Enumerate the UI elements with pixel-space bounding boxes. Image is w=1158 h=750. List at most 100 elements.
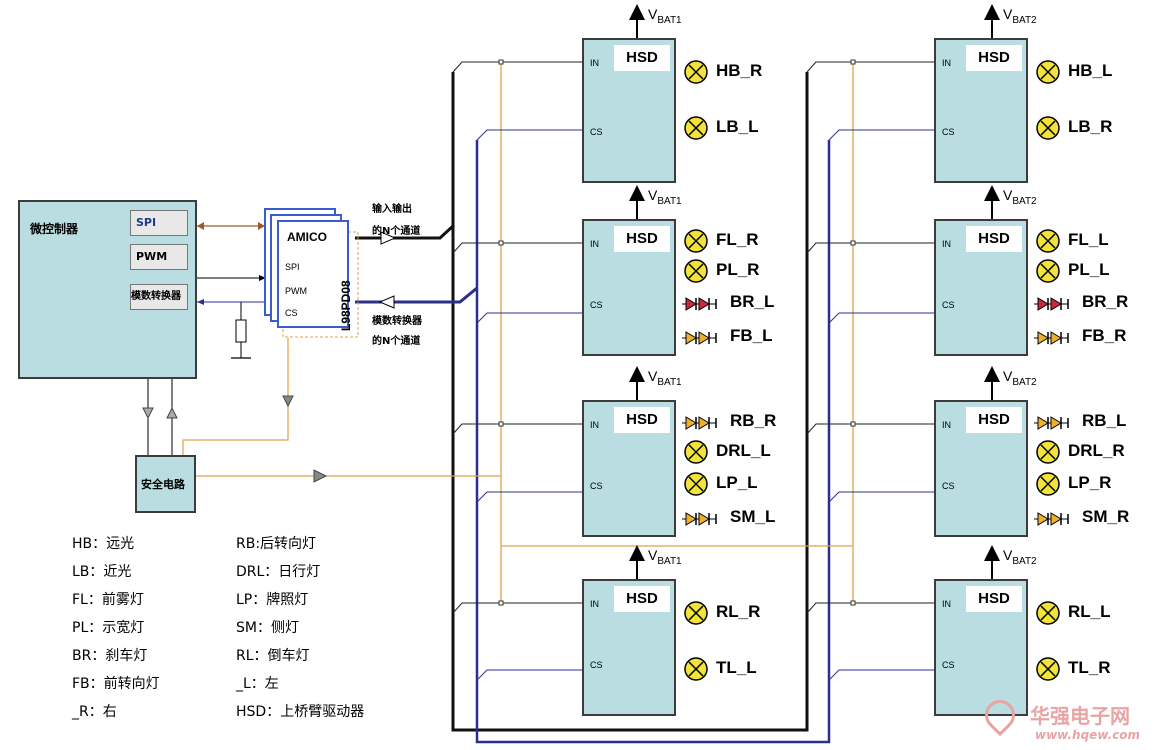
hsd-title: HSD <box>966 586 1022 612</box>
bulb-icon <box>1036 116 1060 144</box>
load-label: RB_R <box>730 411 777 430</box>
vbat-label: VBAT2 <box>1003 6 1037 26</box>
amico-chip: AMICO SPI PWM CS L98PD08 <box>277 220 353 331</box>
amico-part: L98PD08 <box>339 280 353 331</box>
legend-fb: FB：前转向灯 <box>72 676 160 692</box>
hsd-title: HSD <box>966 226 1022 252</box>
vbat-sub: BAT2 <box>1012 376 1037 388</box>
mcu-title: 微控制器 <box>30 222 79 236</box>
load-label: PL_R <box>716 260 760 279</box>
bulb-icon <box>684 259 708 287</box>
vbat-label: VBAT2 <box>1003 368 1037 388</box>
load-label: LP_L <box>716 473 758 492</box>
bulb-icon <box>684 657 708 685</box>
hsd-pin-in: IN <box>942 599 951 609</box>
led-icon <box>1034 296 1070 315</box>
load-label: LP_R <box>1068 473 1112 492</box>
cs-bus <box>475 140 831 744</box>
vbat-main: V <box>648 547 658 563</box>
hsd-pin-in: IN <box>942 239 951 249</box>
vbat-sub: BAT1 <box>657 14 682 26</box>
microcontroller: 微控制器 SPI PWM 模数转换器 <box>18 200 197 379</box>
load-label: DRL_L <box>716 441 771 460</box>
legend-l: _L：左 <box>236 676 279 692</box>
bulb-icon <box>1036 657 1060 685</box>
load-label: LB_R <box>1068 117 1113 136</box>
hsd-pin-in: IN <box>942 58 951 68</box>
legend-drl: DRL：日行灯 <box>236 564 321 580</box>
vbat-label: VBAT1 <box>648 368 682 388</box>
vbat-main: V <box>1003 6 1013 22</box>
load-label: RB_L <box>1082 411 1127 430</box>
amico-pin-pwm: PWM <box>285 286 307 296</box>
vbat-main: V <box>648 187 658 203</box>
vbat-label: VBAT1 <box>648 547 682 567</box>
hsd-pin-cs: CS <box>590 300 603 310</box>
vbat-main: V <box>1003 187 1013 203</box>
mcu-adc: 模数转换器 <box>130 284 188 310</box>
hsd-title: HSD <box>614 226 670 252</box>
io-bus-left <box>451 72 809 732</box>
mcu-spi: SPI <box>130 210 188 236</box>
legend-pl: PL：示宽灯 <box>72 620 145 636</box>
bulb-icon <box>684 116 708 144</box>
load-label: DRL_R <box>1068 441 1125 460</box>
watermark-url: www.hqew.com <box>1035 728 1141 742</box>
load-label: FB_L <box>730 326 773 345</box>
bulb-icon <box>684 472 708 500</box>
bulb-icon <box>1036 440 1060 468</box>
vbat-main: V <box>1003 547 1013 563</box>
vbat-sub: BAT2 <box>1012 195 1037 207</box>
vbat-main: V <box>1003 368 1013 384</box>
legend-br: BR：刹车灯 <box>72 648 148 664</box>
safety-circuit: 安全电路 <box>135 455 196 513</box>
safety-label: 安全电路 <box>141 478 185 491</box>
load-label: BR_L <box>730 292 775 311</box>
hsd-pin-cs: CS <box>590 481 603 491</box>
load-label: SM_R <box>1082 507 1130 526</box>
hsd-title: HSD <box>614 407 670 433</box>
hsd-block-right-2: HSD IN CS <box>934 219 1028 356</box>
load-label: FL_R <box>716 230 759 249</box>
bulb-icon <box>1036 472 1060 500</box>
hsd-pin-cs: CS <box>942 481 955 491</box>
watermark-text: 华强电子网 <box>1030 704 1130 728</box>
hsd-title: HSD <box>614 45 670 71</box>
legend-hsd: HSD：上桥臂驱动器 <box>236 704 365 720</box>
vbat-label: VBAT1 <box>648 6 682 26</box>
load-label: LB_L <box>716 117 759 136</box>
bulb-icon <box>1036 259 1060 287</box>
hsd-block-left-3: HSD IN CS <box>582 400 676 537</box>
amico-title: AMICO <box>287 230 327 244</box>
legend-hb: HB：远光 <box>72 536 135 552</box>
load-label: BR_R <box>1082 292 1129 311</box>
hsd-pin-in: IN <box>590 599 599 609</box>
amico-pin-spi: SPI <box>285 262 300 272</box>
hsd-pin-cs: CS <box>942 300 955 310</box>
vbat-label: VBAT2 <box>1003 547 1037 567</box>
hsd-pin-cs: CS <box>942 127 955 137</box>
bulb-icon <box>1036 229 1060 257</box>
load-label: RL_R <box>716 602 761 621</box>
hsd-pin-cs: CS <box>590 660 603 670</box>
led-icon <box>682 511 718 530</box>
load-label: TL_R <box>1068 658 1111 677</box>
hsd-title: HSD <box>966 407 1022 433</box>
hsd-pin-in: IN <box>590 420 599 430</box>
adc-note-2: 的N个通道 <box>372 336 421 347</box>
bulb-icon <box>684 440 708 468</box>
vbat-sub: BAT1 <box>657 195 682 207</box>
hsd-pin-cs: CS <box>942 660 955 670</box>
load-label: SM_L <box>730 507 776 526</box>
bulb-icon <box>684 60 708 88</box>
bulb-icon <box>684 229 708 257</box>
hsd-pin-in: IN <box>590 239 599 249</box>
load-label: HB_L <box>1068 61 1113 80</box>
load-label: FL_L <box>1068 230 1109 249</box>
legend-lb: LB：近光 <box>72 564 132 580</box>
